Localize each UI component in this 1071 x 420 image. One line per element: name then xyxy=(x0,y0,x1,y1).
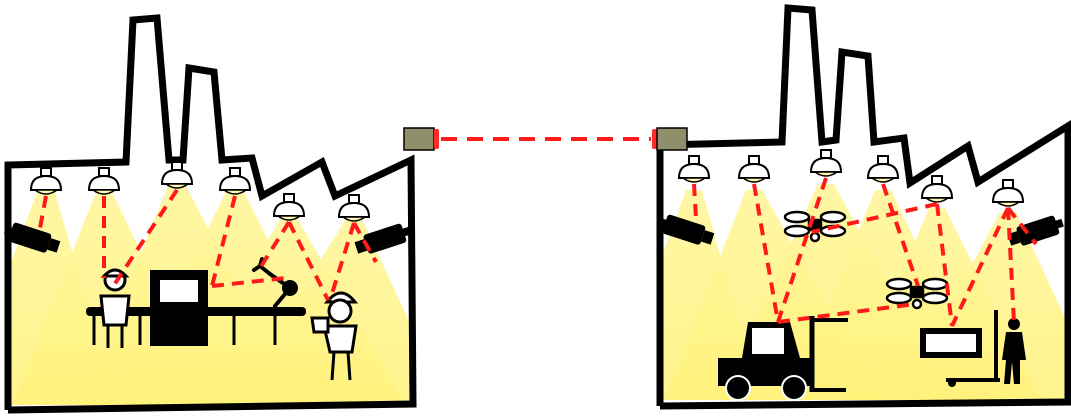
right-building-outline xyxy=(656,4,1071,410)
robot-arm-icon xyxy=(252,257,298,308)
security-camera-icon xyxy=(3,222,61,253)
right-warehouse xyxy=(652,4,1071,410)
left-ceiling-lamps xyxy=(29,161,371,222)
lamp-icon xyxy=(809,149,843,177)
roof-transceiver-left xyxy=(403,127,439,151)
lamp-icon xyxy=(920,175,954,203)
lamp-icon xyxy=(29,167,63,195)
lamp-icon xyxy=(272,193,306,221)
forklift-icon xyxy=(718,316,848,401)
worker-icon xyxy=(99,268,131,348)
drone-icon xyxy=(885,277,949,310)
security-camera-icon xyxy=(657,214,715,245)
lamp-icon xyxy=(991,179,1025,207)
right-ceiling-lamps xyxy=(677,149,1025,207)
lamp-icon xyxy=(337,194,371,222)
lamp-icon xyxy=(866,155,900,183)
left-optical-links xyxy=(38,188,378,301)
lamp-icon xyxy=(160,161,194,189)
left-building-outline xyxy=(4,14,417,414)
lamp-icon xyxy=(677,155,711,183)
operator-icon xyxy=(1002,318,1026,384)
lamp-icon xyxy=(737,155,771,183)
worker-hardhat-icon xyxy=(310,291,359,381)
pallet-jack-icon xyxy=(920,310,1000,387)
left-beam-6 xyxy=(230,219,413,405)
left-factory xyxy=(3,14,439,414)
right-optical-links xyxy=(692,177,1038,327)
lamp-icon xyxy=(218,167,252,195)
roof-transceiver-right xyxy=(652,127,688,151)
machine-icon xyxy=(150,270,208,346)
lamp-icon xyxy=(87,167,121,195)
